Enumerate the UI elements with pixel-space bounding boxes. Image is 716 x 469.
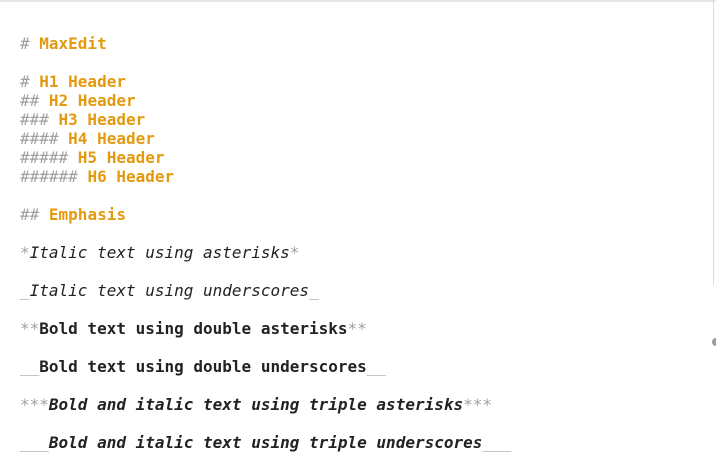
vertical-scrollbar[interactable]	[712, 0, 716, 469]
emphasis-marker-open: ***	[20, 395, 49, 414]
scrollbar-thumb[interactable]	[712, 338, 716, 346]
bold-text: Bold text using double underscores	[39, 357, 367, 376]
top-border	[0, 0, 716, 2]
editor-line[interactable]: ##### H5 Header	[20, 148, 165, 167]
bold-italic-text: Bold and italic text using triple unders…	[48, 433, 483, 452]
emphasis-marker-close: **	[347, 319, 367, 338]
italic-text: Italic text using underscores	[29, 281, 309, 300]
scrollbar-track[interactable]	[713, 0, 714, 285]
header-text: H1 Header	[39, 72, 126, 91]
header-marker: ###	[20, 110, 59, 129]
bold-text: Bold text using double asterisks	[39, 319, 348, 338]
editor-line[interactable]: ## Emphasis	[20, 205, 126, 224]
header-marker: ######	[20, 167, 88, 186]
header-text: H3 Header	[58, 110, 146, 129]
editor-line[interactable]: ***Bold and italic text using triple ast…	[20, 395, 492, 414]
editor-line[interactable]: ###### H6 Header	[20, 167, 174, 186]
editor-line[interactable]: # MaxEdit	[20, 34, 107, 53]
bold-italic-text: Bold and italic text using triple asteri…	[48, 395, 464, 414]
editor-line[interactable]: **Bold text using double asterisks**	[20, 319, 367, 338]
editor-line[interactable]: ### H3 Header	[20, 110, 145, 129]
emphasis-marker-open: **	[20, 319, 40, 338]
emphasis-marker-open: *	[20, 243, 30, 262]
italic-text: Italic text using asterisks	[29, 243, 290, 262]
header-marker: #	[20, 34, 40, 53]
header-marker: ####	[20, 129, 69, 148]
emphasis-marker-open: _	[20, 281, 30, 300]
header-text: H5 Header	[77, 148, 165, 167]
header-text: H2 Header	[48, 91, 136, 110]
editor-line[interactable]: #### H4 Header	[20, 129, 155, 148]
editor-line[interactable]: ___Bold and italic text using triple und…	[20, 433, 511, 452]
emphasis-marker-close: __	[366, 357, 387, 376]
header-marker: ##	[20, 91, 49, 110]
emphasis-marker-open: __	[20, 357, 40, 376]
header-text: Emphasis	[48, 205, 126, 224]
header-text: MaxEdit	[39, 34, 107, 53]
emphasis-marker-close: _	[309, 281, 319, 300]
emphasis-marker-close: *	[289, 243, 300, 262]
editor-line[interactable]: _Italic text using underscores_	[20, 281, 319, 300]
editor-line[interactable]: *Italic text using asterisks*	[20, 243, 299, 262]
emphasis-marker-close: ***	[463, 395, 493, 414]
editor-line[interactable]: __Bold text using double underscores__	[20, 357, 386, 376]
header-text: H6 Header	[87, 167, 175, 186]
header-marker: #####	[20, 148, 78, 167]
header-marker: #	[20, 72, 40, 91]
editor-line[interactable]: ## H2 Header	[20, 91, 136, 110]
header-text: H4 Header	[68, 129, 155, 148]
header-marker: ##	[20, 205, 49, 224]
emphasis-marker-open: ___	[20, 433, 49, 452]
emphasis-marker-close: ___	[482, 433, 512, 452]
editor-line[interactable]: # H1 Header	[20, 72, 126, 91]
